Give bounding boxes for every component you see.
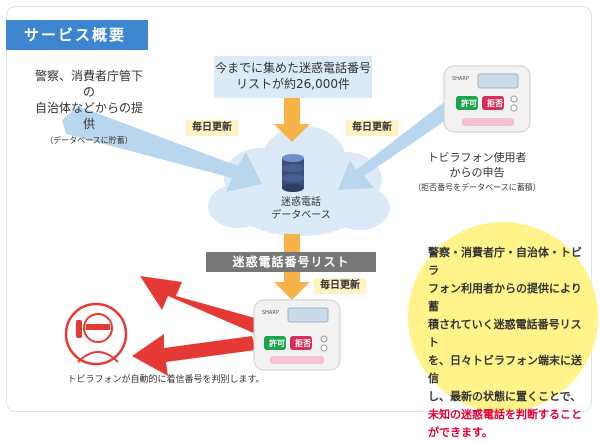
summary-line7: ができます。 bbox=[428, 424, 582, 442]
count-line2: リストが約26,000件 bbox=[214, 76, 372, 92]
device-allow-bottom: 許可 bbox=[269, 338, 285, 348]
caller-caption: トビラフォンが自動的に着信番号を判別します。 bbox=[66, 372, 266, 385]
summary-line6: 未知の迷惑電話を判断すること bbox=[428, 406, 582, 424]
database-line2: データベース bbox=[246, 209, 356, 222]
user-line2: からの申告 bbox=[412, 165, 542, 180]
user-line1: トビラフォン使用者 bbox=[412, 150, 542, 165]
summary-line2: フォン利用者からの提供により蓄 bbox=[428, 280, 582, 316]
database-line1: 迷惑電話 bbox=[246, 196, 356, 209]
list-count-box: 今までに集めた迷惑電話番号 リストが約26,000件 bbox=[214, 56, 372, 98]
summary-text: 警察・消費者庁・自治体・トビラ フォン利用者からの提供により蓄 積されていく迷惑… bbox=[428, 244, 582, 442]
summary-line5: し、最新の状態に置くことで、 bbox=[428, 388, 582, 406]
source-line2: 自治体などからの提供 bbox=[30, 100, 148, 132]
red-arrow-lower bbox=[132, 334, 256, 376]
user-note: （拒否番号をデータベースに蓄積） bbox=[412, 180, 542, 195]
summary-line4: を、日々トビラフォン端末に送信 bbox=[428, 352, 582, 388]
device-reject-bottom: 拒否 bbox=[295, 338, 311, 348]
device-allow-top: 許可 bbox=[461, 98, 477, 108]
list-banner: 迷惑電話番号リスト bbox=[206, 252, 376, 272]
page-title: サービス概要 bbox=[6, 20, 148, 50]
daily-update-left: 毎日更新 bbox=[186, 120, 238, 136]
red-arrow-upper bbox=[140, 276, 262, 334]
device-brand-top: SHARP bbox=[452, 76, 469, 82]
user-report: トビラフォン使用者 からの申告 （拒否番号をデータベースに蓄積） bbox=[412, 150, 542, 195]
summary-line1: 警察・消費者庁・自治体・トビラ bbox=[428, 244, 582, 280]
phone-device-icon-bottom: SHARP 許可 拒否 bbox=[254, 300, 340, 370]
source-line1: 警察、消費者庁管下の bbox=[30, 68, 148, 100]
source-note: （データベースに貯蓄） bbox=[30, 135, 148, 146]
count-line1: 今までに集めた迷惑電話番号 bbox=[214, 60, 372, 76]
phone-device-icon-top: SHARP 許可 拒否 bbox=[444, 66, 530, 132]
device-brand-bottom: SHARP bbox=[262, 310, 279, 316]
source-authorities: 警察、消費者庁管下の 自治体などからの提供 （データベースに貯蓄） bbox=[30, 68, 148, 128]
caller-icon bbox=[66, 304, 126, 364]
daily-update-bottom: 毎日更新 bbox=[314, 278, 366, 294]
summary-line3: 積されていく迷惑電話番号リスト bbox=[428, 316, 582, 352]
daily-update-right: 毎日更新 bbox=[346, 120, 398, 136]
database-icon bbox=[282, 154, 304, 192]
database-label: 迷惑電話 データベース bbox=[246, 196, 356, 222]
device-reject-top: 拒否 bbox=[487, 98, 503, 108]
